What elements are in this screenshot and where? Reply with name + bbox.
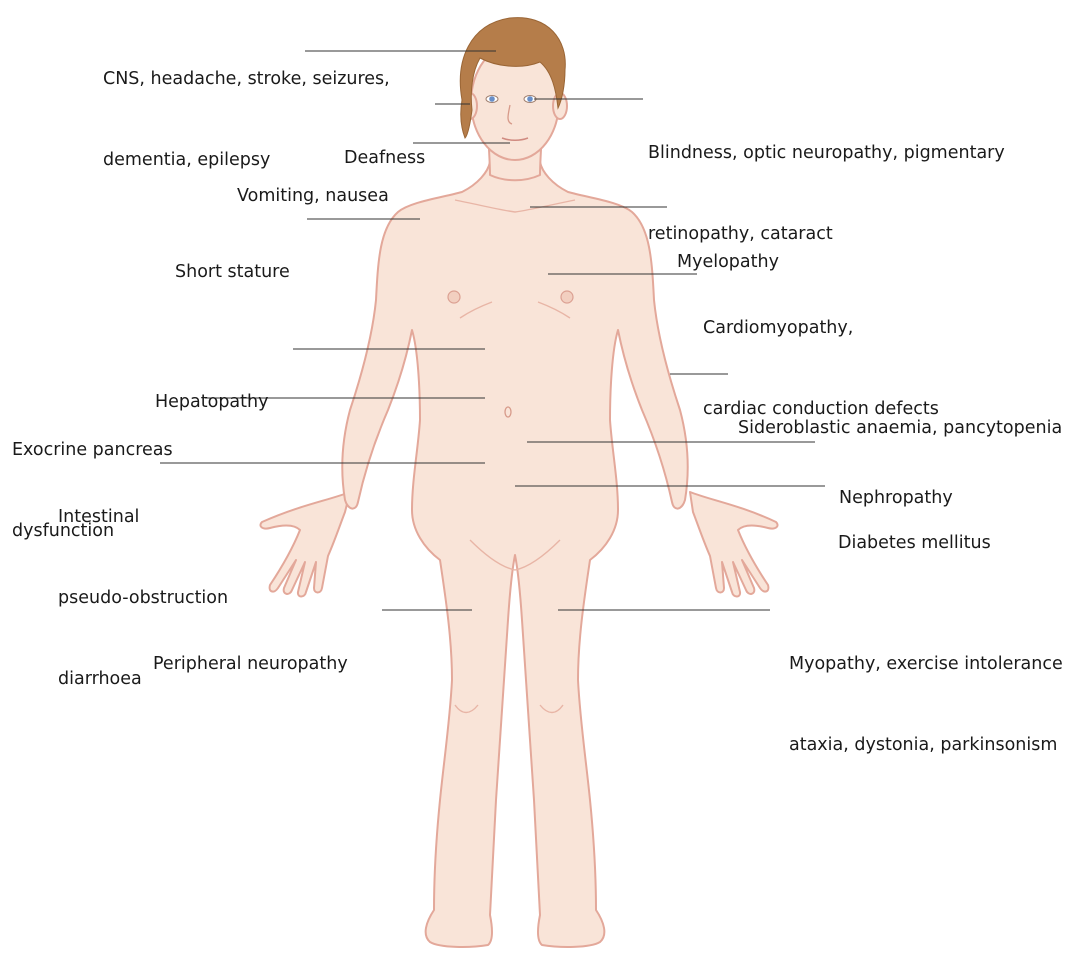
left-nipple [561, 291, 573, 303]
label-peripheral: Peripheral neuropathy [153, 597, 348, 732]
left-hand [690, 492, 778, 597]
label-short-stature: Short stature [175, 205, 290, 340]
body-outline [342, 162, 687, 947]
right-nipple [448, 291, 460, 303]
right-hand [260, 492, 350, 597]
label-diabetes: Diabetes mellitus [838, 476, 991, 611]
label-myopathy: Myopathy, exercise intolerance ataxia, d… [789, 597, 1063, 813]
